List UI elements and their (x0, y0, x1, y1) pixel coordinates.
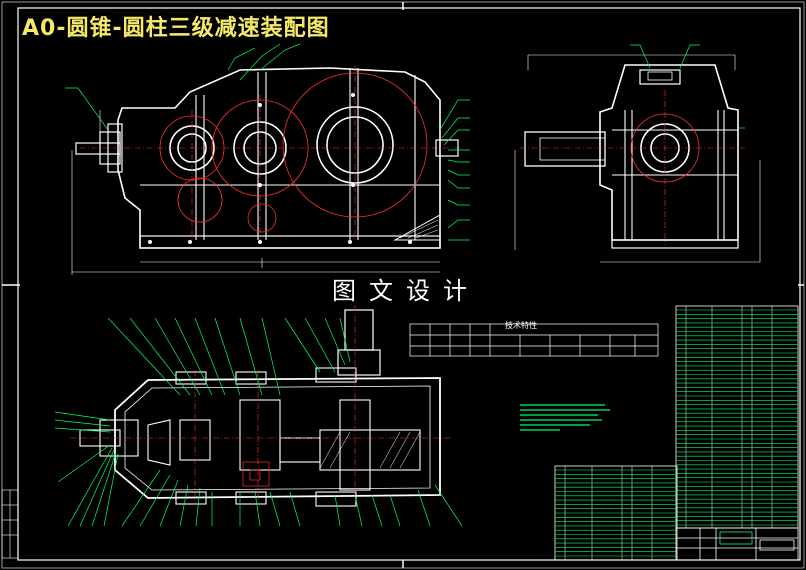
side-view (514, 44, 761, 263)
front-view (65, 43, 470, 275)
drawing-title: A0-圆锥-圆柱三级减速装配图 (22, 16, 330, 41)
drawing-frame (17, 7, 801, 561)
tech-spec-table (409, 323, 659, 357)
top-section-view (54, 305, 463, 527)
spec-table-title: 技术特性 (505, 321, 537, 330)
parts-list (675, 305, 799, 529)
housing-outline (117, 67, 441, 249)
side-housing-outline (599, 64, 739, 241)
technical-notes (520, 404, 610, 431)
watermark-text: 图文设计 (332, 277, 480, 305)
revision-strip (1, 489, 19, 559)
title-block (675, 527, 799, 561)
parts-list-extension (554, 465, 678, 561)
